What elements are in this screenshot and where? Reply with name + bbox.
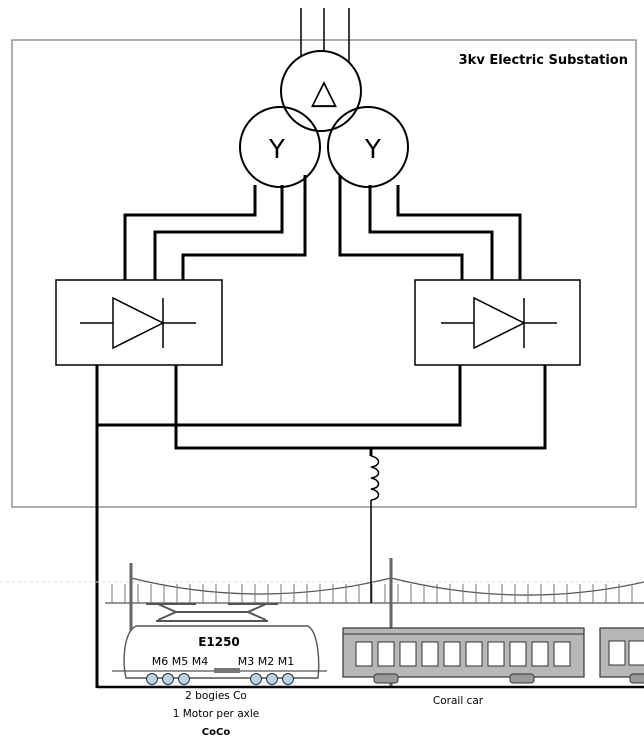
corail-car <box>342 627 585 684</box>
substation-title: 3kv Electric Substation <box>459 53 628 68</box>
motor-labels-left: M6 M5 M4 <box>152 655 208 668</box>
car-window <box>355 641 373 667</box>
bogie-right <box>250 673 294 685</box>
car-window <box>487 641 505 667</box>
rectifier-right <box>414 279 581 366</box>
car-caption: Corail car <box>433 695 484 707</box>
rectifier-left <box>55 279 223 366</box>
wye-symbol-right: Y <box>364 135 381 165</box>
bogie-left <box>146 673 190 685</box>
secondary-wiring <box>123 175 522 280</box>
transformer-secondary-right-coil <box>327 106 409 188</box>
car-window <box>377 641 395 667</box>
transformer-primary-coil <box>280 50 362 132</box>
diode-icon <box>441 296 557 350</box>
car-window <box>553 641 571 667</box>
bogie-caption: 2 bogies Co <box>185 690 247 702</box>
car-window <box>465 641 483 667</box>
wye-symbol-left: Y <box>268 135 285 165</box>
second-car-partial <box>599 627 644 684</box>
dc-output-wiring <box>95 365 547 688</box>
diode-icon <box>80 296 196 350</box>
delta-symbol: △ <box>311 72 338 112</box>
motor-caption: 1 Motor per axle <box>173 708 260 720</box>
car-window <box>531 641 549 667</box>
transformer-secondary-left-coil <box>239 106 321 188</box>
locomotive-name: E1250 <box>198 635 240 649</box>
pantograph <box>146 603 278 622</box>
motor-labels-right: M3 M2 M1 <box>238 655 294 668</box>
wheel-arrangement-caption: CoCo <box>202 727 231 738</box>
transformer: △ Y Y <box>239 50 409 188</box>
locomotive: E1250 M6 M5 M4 M3 M2 M1 <box>112 625 327 685</box>
car-window <box>399 641 417 667</box>
car-window <box>443 641 461 667</box>
smoothing-inductor <box>370 455 380 501</box>
car-window <box>509 641 527 667</box>
car-window <box>421 641 439 667</box>
